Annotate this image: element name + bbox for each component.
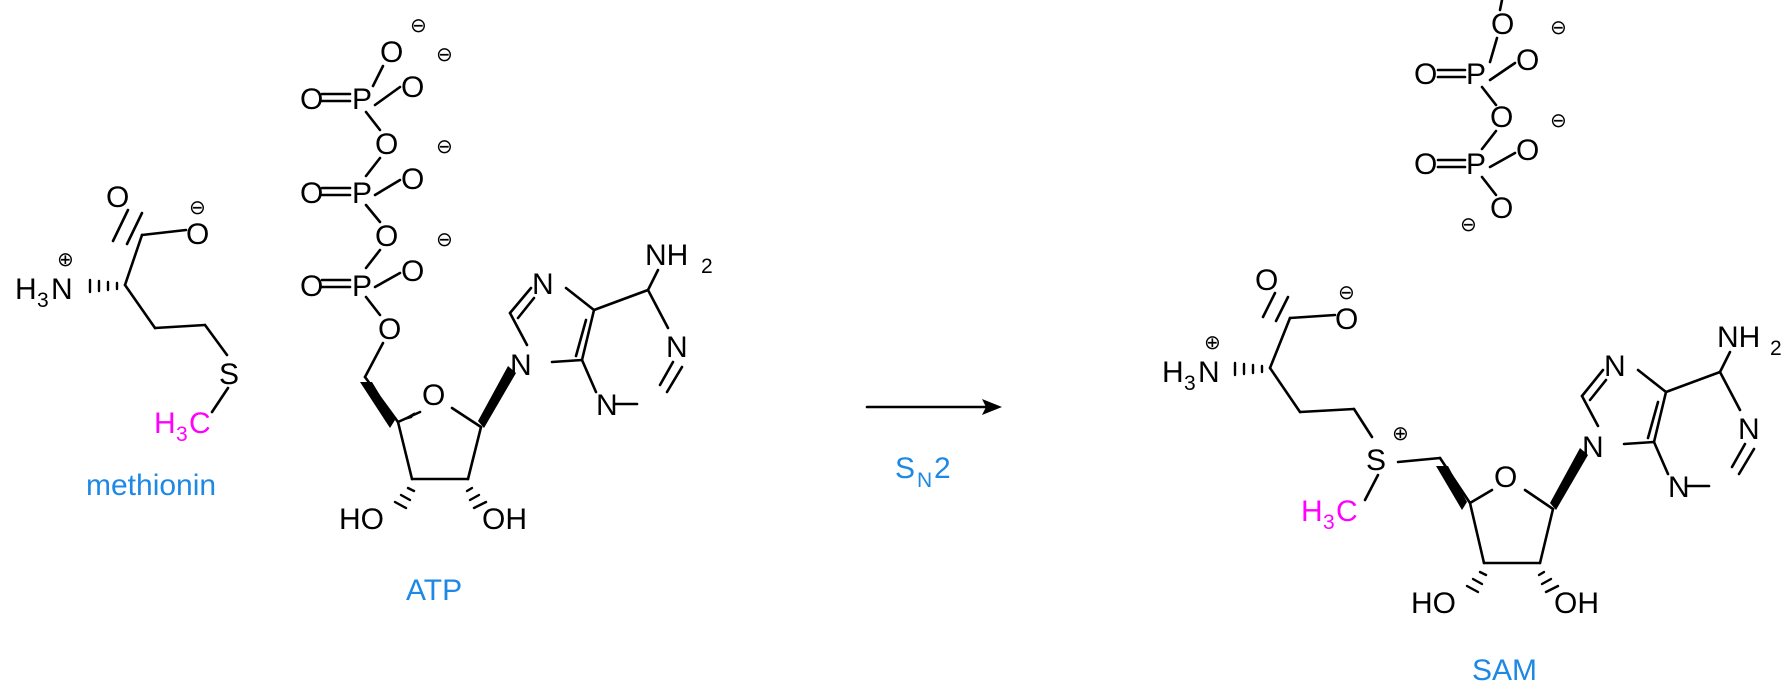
- ppi-o3: O: [1516, 44, 1539, 77]
- sam-amine-sub3: 3: [1184, 372, 1196, 395]
- ppi-minus-2: ⊖: [1550, 108, 1567, 132]
- sam-amine-h: H: [1162, 356, 1184, 389]
- sam-n3: N: [1668, 471, 1690, 504]
- sam-oh: OH: [1554, 587, 1599, 620]
- atp-n9: N: [510, 349, 532, 382]
- amine-plus: ⊕: [57, 247, 74, 271]
- ppi-p1: P: [1466, 58, 1486, 91]
- sam-n7: N: [1604, 350, 1626, 383]
- atp-minus-4: ⊖: [436, 227, 453, 251]
- atp-o8: O: [300, 270, 323, 303]
- ppi-o6: O: [1516, 134, 1539, 167]
- thioether-s: S: [219, 358, 239, 391]
- ppi-minus-1: ⊖: [1550, 15, 1567, 39]
- atp-oh: OH: [482, 503, 527, 536]
- atp-minus-3: ⊖: [436, 134, 453, 158]
- sam-ho: HO: [1411, 587, 1456, 620]
- methionine-molecule: O O ⊖ H 3 N ⊕ S H 3 C: [15, 181, 239, 446]
- sam-methyl-sub3: 3: [1323, 511, 1335, 534]
- amine-sub3: 3: [37, 289, 49, 312]
- atp-ho: HO: [339, 503, 384, 536]
- methyl-c: C: [189, 407, 211, 440]
- sam-amine-n: N: [1198, 356, 1220, 389]
- reaction-label-s: S: [895, 452, 915, 485]
- methyl-sub3: 3: [176, 423, 188, 446]
- amine-h: H: [15, 273, 37, 306]
- carboxylate-o: O: [186, 218, 209, 251]
- atp-o1: O: [300, 83, 323, 116]
- sam-n9: N: [1582, 431, 1604, 464]
- atp-n7: N: [532, 268, 554, 301]
- atp-o6: O: [401, 163, 424, 196]
- atp-o3: O: [401, 71, 424, 104]
- atp-o5: O: [300, 177, 323, 210]
- ppi-p2: P: [1466, 148, 1486, 181]
- atp-minus-2: ⊖: [436, 42, 453, 66]
- sam-n1: N: [1738, 413, 1760, 446]
- sam-label: SAM: [1472, 654, 1537, 686]
- atp-label: ATP: [406, 574, 462, 607]
- atp-o2: O: [380, 36, 403, 69]
- sam-amine-plus: ⊕: [1204, 330, 1221, 354]
- sam-nh: NH: [1717, 321, 1760, 354]
- carbonyl-o: O: [106, 181, 129, 214]
- ribose-o: O: [422, 379, 445, 412]
- atp-minus-1: ⊖: [410, 13, 427, 37]
- atp-o10: O: [378, 313, 401, 346]
- sam-carboxylate-minus: ⊖: [1338, 280, 1355, 304]
- atp-nh: NH: [645, 239, 688, 272]
- amine-n: N: [51, 273, 73, 306]
- sulfonium-s: S: [1366, 444, 1386, 477]
- ppi-o2: O: [1414, 58, 1437, 91]
- atp-o9: O: [401, 255, 424, 288]
- atp-nh-sub2: 2: [701, 255, 713, 278]
- ppi-o4: O: [1490, 101, 1513, 134]
- atp-o4: O: [375, 128, 398, 161]
- methionine-label: methionin: [86, 469, 216, 502]
- reaction-label-sub: N: [917, 469, 932, 492]
- ppi-o5: O: [1414, 148, 1437, 181]
- sam-molecule: O O ⊖ H 3 N ⊕ S ⊕ H 3 C O HO OH N N NH 2…: [1162, 264, 1782, 620]
- sam-carbonyl-o: O: [1255, 264, 1278, 297]
- pyrophosphate-molecule: O ⊖ O P O O ⊖ O P O O ⊖: [1414, 0, 1567, 236]
- reaction-label-num: 2: [934, 452, 951, 485]
- sam-carboxylate-o: O: [1335, 303, 1358, 336]
- sam-methyl-h: H: [1301, 495, 1323, 528]
- atp-p2: P: [352, 177, 372, 210]
- atp-n3: N: [596, 389, 618, 422]
- reaction-arrow: [865, 399, 1002, 415]
- methyl-h: H: [154, 407, 176, 440]
- atp-molecule: O P O ⊖ O ⊖ O O P O ⊖ O O P O ⊖ O O HO O…: [300, 13, 713, 536]
- atp-o7: O: [375, 220, 398, 253]
- sam-nh-sub2: 2: [1770, 337, 1782, 360]
- ppi-o1: O: [1491, 8, 1514, 41]
- sulfonium-plus: ⊕: [1392, 421, 1409, 445]
- sam-methyl-c: C: [1336, 495, 1358, 528]
- sam-ribose-o: O: [1494, 461, 1517, 494]
- atp-p1: P: [352, 83, 372, 116]
- ppi-o7: O: [1490, 192, 1513, 225]
- ppi-minus-3: ⊖: [1460, 212, 1477, 236]
- atp-n1: N: [666, 331, 688, 364]
- atp-p3: P: [352, 270, 372, 303]
- carboxylate-minus: ⊖: [189, 195, 206, 219]
